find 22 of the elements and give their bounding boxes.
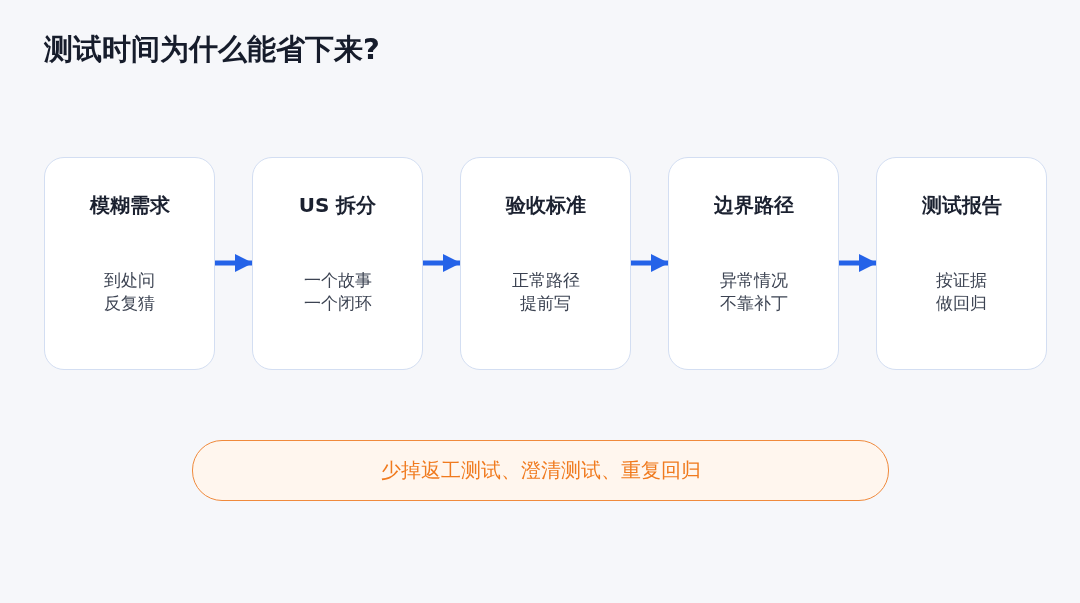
step-card — [668, 157, 839, 370]
step-description: 正常路径提前写 — [511, 269, 580, 315]
step-description: 按证据做回归 — [936, 269, 987, 315]
summary-banner — [192, 440, 889, 501]
step-description: 异常情况不靠补丁 — [719, 269, 788, 315]
step-title: 验收标准 — [505, 192, 586, 219]
step-card — [252, 157, 423, 370]
arrow — [215, 254, 253, 272]
step-card — [44, 157, 215, 370]
arrow — [423, 254, 461, 272]
arrow — [631, 254, 669, 272]
step-card — [460, 157, 631, 370]
step-title: 模糊需求 — [89, 192, 170, 219]
title: 测试时间为什么能省下来? — [44, 31, 380, 68]
step-description: 到处问反复猜 — [104, 269, 155, 315]
arrow — [839, 254, 877, 272]
step-card — [876, 157, 1047, 370]
step-description: 一个故事一个闭环 — [303, 269, 372, 315]
step-title: US 拆分 — [298, 192, 377, 219]
summary-text: 少掉返工测试、澄清测试、重复回归 — [380, 457, 701, 484]
step-title: 测试报告 — [921, 192, 1002, 219]
step-title: 边界路径 — [713, 192, 794, 219]
